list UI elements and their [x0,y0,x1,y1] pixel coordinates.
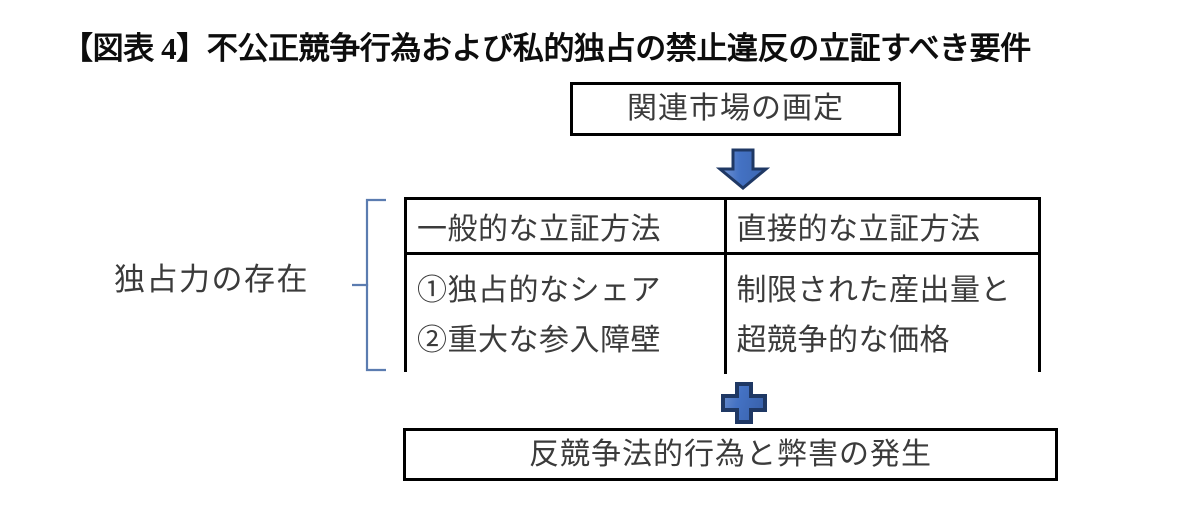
market-definition-box: 関連市場の画定 [570,82,901,136]
table-cell-direct-methods: 制限された産出量と 超競争的な価格 [723,253,1038,374]
figure-title: 【図表 4】不公正競争行為および私的独占の禁止違反の立証すべき要件 [62,31,1031,66]
general-method-item-2: ②重大な参入障壁 [417,323,661,357]
table-header-direct: 直接的な立証方法 [723,200,1038,255]
table-header-row: 一般的な立証方法 直接的な立証方法 [407,200,1038,255]
plus-icon [721,382,767,424]
general-method-item-1: ①独占的なシェア [417,273,661,307]
monopoly-power-label: 独占力の存在 [114,262,309,297]
direct-method-item-2: 超競争的な価格 [736,323,950,357]
table-header-general: 一般的な立証方法 [407,200,725,255]
direct-method-item-1: 制限された産出量と [736,273,1011,307]
table-row: ①独占的なシェア ②重大な参入障壁 制限された産出量と 超競争的な価格 [407,253,1038,374]
proof-methods-table: 一般的な立証方法 直接的な立証方法 ①独占的なシェア ②重大な参入障壁 制限され… [404,197,1041,374]
arrow-down-icon [715,148,771,190]
left-brace-icon [351,198,387,372]
table-cell-general-methods: ①独占的なシェア ②重大な参入障壁 [407,253,725,374]
outcome-box: 反競争法的行為と弊害の発生 [403,428,1058,481]
outcome-label: 反競争法的行為と弊害の発生 [529,437,932,471]
market-definition-label: 関連市場の画定 [627,92,844,125]
